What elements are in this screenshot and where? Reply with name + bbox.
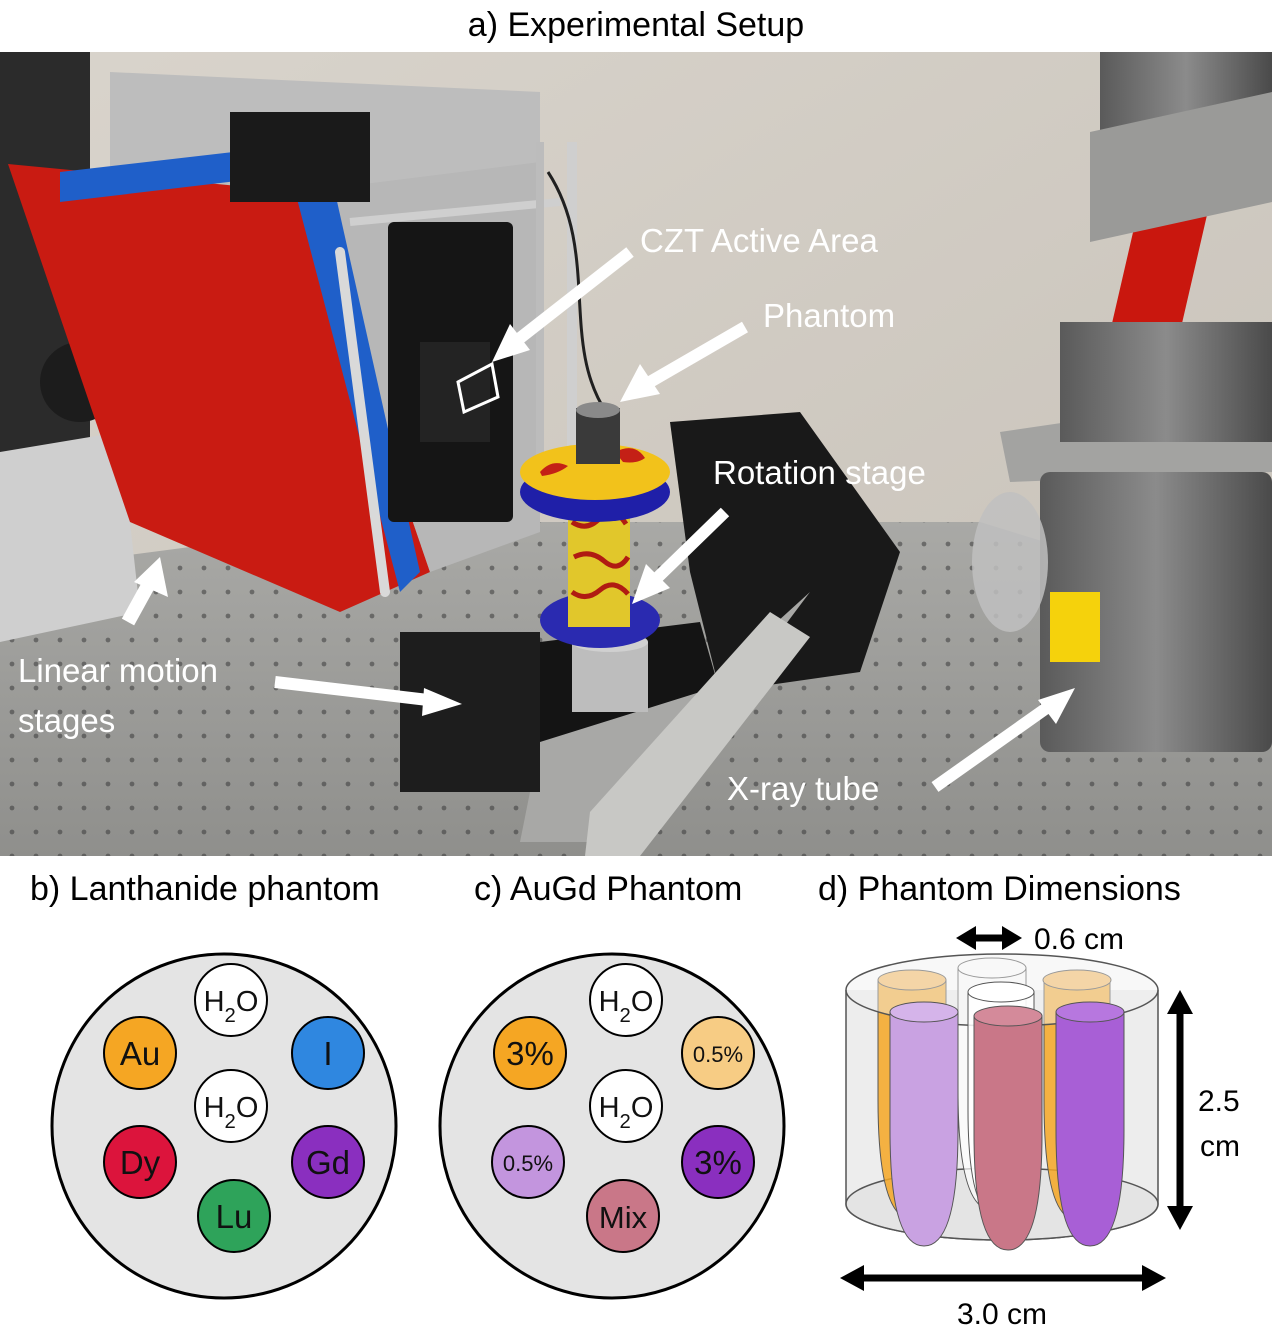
vial-h2o-center	[194, 1069, 268, 1143]
x-ray-tube	[1040, 472, 1272, 752]
linear-stage-2	[670, 412, 900, 692]
vial-label-gd-05: 0.5%	[503, 1151, 553, 1176]
czt-arrow	[511, 247, 634, 347]
augd-phantom-diagram: H2O H2O 3% 0.5% 0.5% 3% Mix	[436, 920, 788, 1332]
rail	[585, 612, 810, 856]
vial-label-au-05: 0.5%	[693, 1042, 743, 1067]
vial-iodine	[291, 1016, 365, 1090]
xray-arrow	[931, 702, 1052, 792]
vial-lu	[197, 1179, 271, 1253]
rotation-arrow	[650, 507, 730, 585]
tube-bracket-top	[1090, 92, 1272, 242]
lanthanide-phantom-diagram: H2O H2O Au I Dy Gd Lu	[48, 920, 400, 1332]
vial-h2o-top	[589, 963, 663, 1037]
vial-mix	[586, 1179, 660, 1253]
vial-label-i: I	[323, 1035, 332, 1072]
vial-dy	[103, 1125, 177, 1199]
phantom-dimensions-diagram: 0.6 cm 2.5 cm 3.0 cm	[820, 920, 1260, 1338]
vial-au-3	[493, 1016, 567, 1090]
vial-label-mix: Mix	[599, 1200, 648, 1235]
vial-gd	[291, 1125, 365, 1199]
dim-vial-width: 0.6 cm	[1034, 923, 1124, 956]
vial-label-dy: Dy	[120, 1144, 161, 1181]
vial-label-au: Au	[120, 1035, 160, 1072]
vial-gd-3	[681, 1125, 755, 1199]
vial-gd-05	[491, 1125, 565, 1199]
czt-active-area-marker	[456, 361, 500, 415]
vial-au	[103, 1016, 177, 1090]
panel-d-title: d) Phantom Dimensions	[818, 870, 1181, 908]
vial-label-gd: Gd	[306, 1144, 350, 1181]
panel-a-title: a) Experimental Setup	[467, 6, 805, 44]
linear-stages-label-1: Linear motion	[18, 652, 218, 689]
vial-label-h2o-center: H2O	[204, 1092, 259, 1133]
linear-stages-label-2: stages	[18, 702, 115, 739]
vial-h2o-top	[194, 963, 268, 1037]
vial-label-lu: Lu	[216, 1198, 253, 1235]
czt-label: CZT Active Area	[640, 222, 878, 259]
rotation-stage-label: Rotation stage	[713, 454, 926, 491]
linear-arrow-right	[274, 676, 429, 706]
vial-label-h2o-top: H2O	[204, 986, 259, 1027]
dim-height-value: 2.5	[1198, 1085, 1240, 1118]
vial-au-05	[681, 1016, 755, 1090]
dim-diameter: 3.0 cm	[957, 1298, 1047, 1331]
vial-label-au-3: 3%	[506, 1035, 554, 1072]
linear-arrow-up	[121, 578, 157, 626]
vial-label-gd-3: 3%	[694, 1144, 742, 1181]
x-ray-tube-label: X-ray tube	[727, 770, 879, 807]
panel-c-title: c) AuGd Phantom	[474, 870, 743, 908]
phantom-arrow	[646, 321, 749, 388]
phantom-label: Phantom	[763, 297, 895, 334]
dim-height-unit: cm	[1200, 1130, 1240, 1163]
panel-b-title: b) Lanthanide phantom	[30, 870, 380, 908]
experimental-setup-photo: CZT Active Area Phantom Rotation stage L…	[0, 52, 1272, 856]
vial-label-h2o-top: H2O	[599, 986, 654, 1027]
vial-h2o-center	[589, 1069, 663, 1143]
vial-label-h2o-center: H2O	[599, 1092, 654, 1133]
